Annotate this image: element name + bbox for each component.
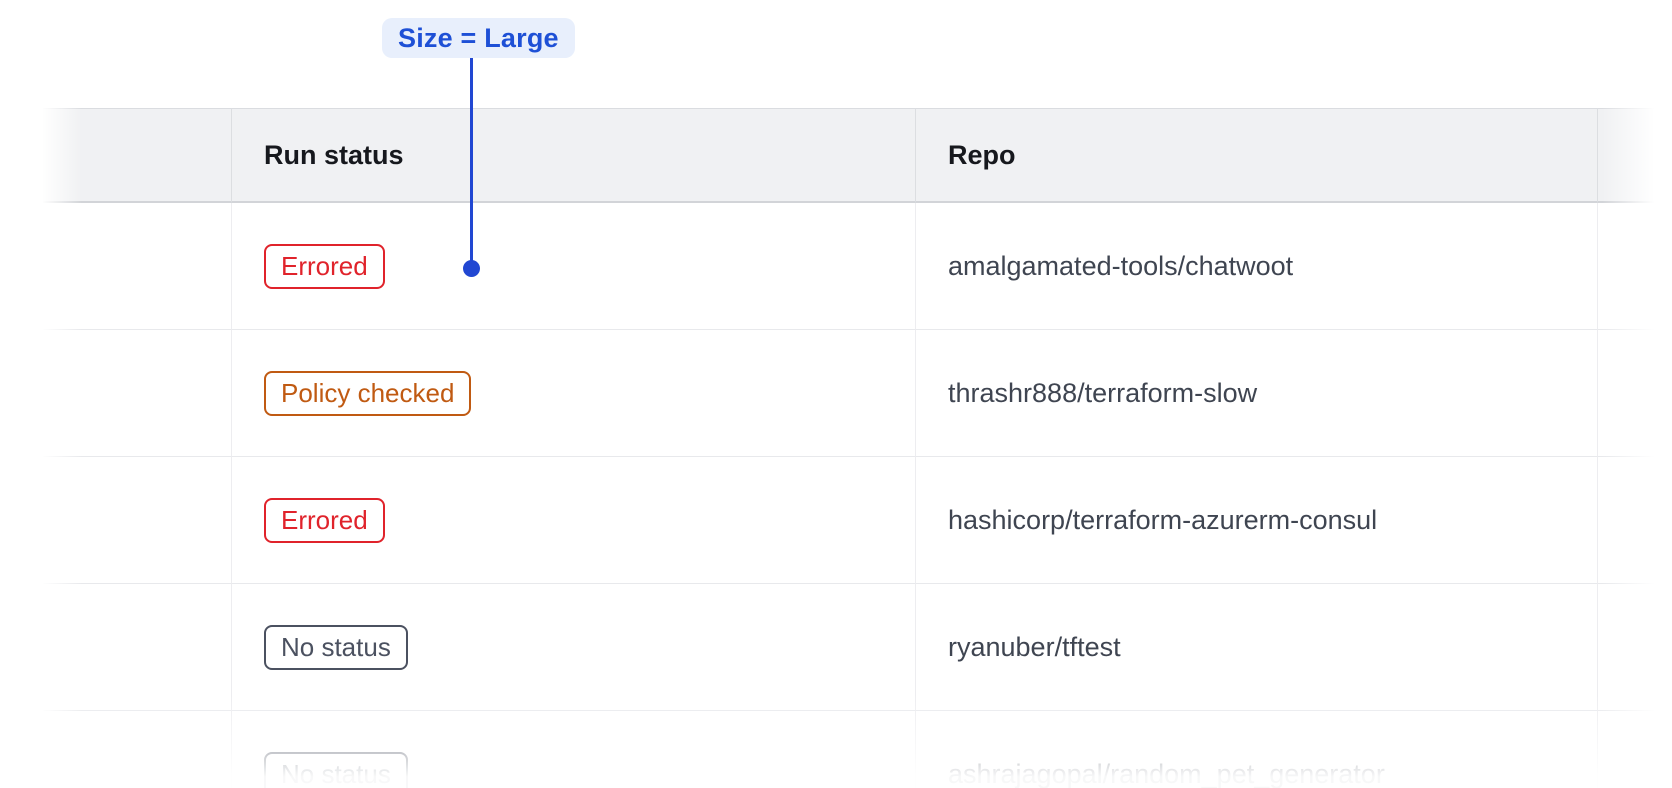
run-status-badge: No status (264, 624, 408, 670)
row-leading-cell (43, 584, 232, 711)
run-status-badge: No status (264, 751, 408, 788)
column-header-cropped (1598, 108, 1672, 203)
run-status-cell: No status (232, 584, 916, 711)
column-header-blank (43, 108, 232, 203)
size-filter-annotation: Size = Large (382, 18, 575, 58)
run-status-badge: Errored (264, 497, 385, 543)
column-header-repo: Repo (916, 108, 1598, 203)
run-status-badge: Policy checked (264, 370, 472, 416)
row-leading-cell (43, 203, 232, 330)
table-row[interactable]: Errored amalgamated-tools/chatwoot (43, 203, 1672, 330)
repo-name: amalgamated-tools/chatwoot (948, 250, 1294, 281)
row-leading-cell (43, 711, 232, 788)
column-header-run-status: Run status (232, 108, 916, 203)
repo-name: hashicorp/terraform-azurerm-consul (948, 504, 1378, 535)
table-row[interactable]: Errored hashicorp/terraform-azurerm-cons… (43, 457, 1672, 584)
repo-name: thrashr888/terraform-slow (948, 377, 1258, 408)
cropped-cell (1598, 330, 1672, 457)
annotation-pointer-line (470, 58, 473, 268)
repo-name: ashrajagopal/random_pet_generator (948, 758, 1385, 788)
repo-cell: hashicorp/terraform-azurerm-consul (916, 457, 1598, 584)
row-leading-cell (43, 330, 232, 457)
repo-name: ryanuber/tftest (948, 631, 1121, 662)
annotation-label: Size = Large (398, 22, 559, 53)
repo-cell: ashrajagopal/random_pet_generator (916, 711, 1598, 788)
cropped-cell (1598, 457, 1672, 584)
repo-cell: thrashr888/terraform-slow (916, 330, 1598, 457)
table-row[interactable]: Policy checked thrashr888/terraform-slow (43, 330, 1672, 457)
table-header-row: Run status Repo (43, 108, 1672, 203)
table-row[interactable]: No status ashrajagopal/random_pet_genera… (43, 711, 1672, 788)
run-status-cell: Policy checked (232, 330, 916, 457)
run-status-cell: Errored (232, 203, 916, 330)
runs-table: Run status Repo Errored amalgamated-tool… (43, 108, 1672, 788)
cropped-cell (1598, 584, 1672, 711)
row-leading-cell (43, 457, 232, 584)
repo-cell: ryanuber/tftest (916, 584, 1598, 711)
column-header-label: Run status (264, 139, 404, 170)
cropped-cell (1598, 203, 1672, 330)
run-status-cell: No status (232, 711, 916, 788)
cropped-cell (1598, 711, 1672, 788)
annotation-pointer-dot (463, 260, 480, 277)
column-header-label: Repo (948, 139, 1016, 170)
run-status-cell: Errored (232, 457, 916, 584)
run-status-badge: Errored (264, 243, 385, 289)
repo-cell: amalgamated-tools/chatwoot (916, 203, 1598, 330)
table-row[interactable]: No status ryanuber/tftest (43, 584, 1672, 711)
